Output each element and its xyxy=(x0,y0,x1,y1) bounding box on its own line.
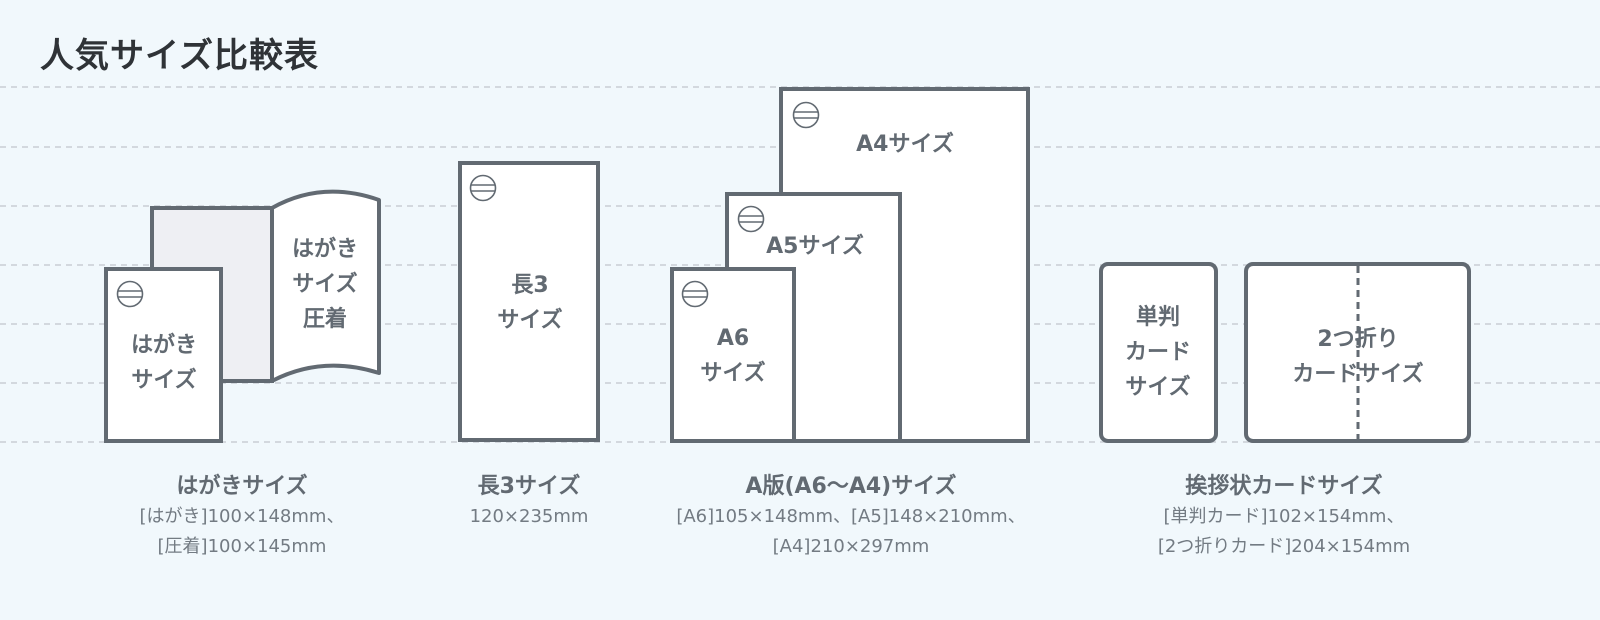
pressure-seal-label: はがき サイズ 圧着 xyxy=(292,232,358,337)
a-series-caption: A版(A6〜A4)サイズ [A6]105×148mm、[A5]148×210mm… xyxy=(676,472,1025,562)
greeting-card-caption: 挨拶状カードサイズ [単判カード]102×154mm、 [2つ折りカード]204… xyxy=(1158,472,1410,562)
label-line: 単判 xyxy=(1135,305,1181,330)
naga3-caption: 長3サイズ 120×235mm xyxy=(470,472,589,532)
label-line: 2つ折り xyxy=(1317,327,1399,352)
hagaki-caption: はがきサイズ [はがき]100×148mm、 [圧着]100×145mm xyxy=(140,472,345,562)
hagaki-group xyxy=(104,189,381,443)
hagaki-card-label: はがき サイズ xyxy=(131,328,197,398)
label-line: サイズ xyxy=(497,308,563,333)
naga3-envelope-shape xyxy=(458,161,600,442)
naga3-label: 長3 サイズ xyxy=(497,268,562,338)
paper-mark-icon xyxy=(469,174,497,202)
label-line: サイズ xyxy=(1125,375,1191,400)
single-card-label: 単判 カード サイズ xyxy=(1125,300,1191,405)
label-line: はがき xyxy=(130,333,198,358)
caption-title: 挨拶状カードサイズ xyxy=(1185,474,1383,499)
caption-title: はがきサイズ xyxy=(176,474,308,499)
caption-dimensions: [圧着]100×145mm xyxy=(157,536,327,557)
label-line: サイズ xyxy=(292,272,358,297)
pressure-seal-folded-page xyxy=(270,189,381,383)
label-line: サイズ xyxy=(131,368,197,393)
caption-dimensions: [2つ折りカード]204×154mm xyxy=(1157,536,1411,557)
label-line: サイズ xyxy=(700,361,766,386)
caption-dimensions: [はがき]100×148mm、 xyxy=(139,506,345,527)
a5-label: A5サイズ xyxy=(766,229,864,264)
greeting-card-group xyxy=(1099,262,1471,443)
paper-mark-icon xyxy=(737,205,765,233)
label-line: 圧着 xyxy=(302,307,348,332)
paper-mark-icon xyxy=(681,280,709,308)
single-card-shape xyxy=(1099,262,1218,443)
caption-dimensions: [A6]105×148mm、[A5]148×210mm、 xyxy=(676,506,1026,527)
label-line: 長3 xyxy=(511,273,549,298)
caption-dimensions: [A4]210×297mm xyxy=(772,536,930,557)
a6-label: A6 サイズ xyxy=(700,321,765,391)
a-series-group xyxy=(670,87,1030,443)
caption-dimensions: [単判カード]102×154mm、 xyxy=(1163,506,1405,527)
label-line: カードサイズ xyxy=(1292,362,1424,387)
paper-mark-icon xyxy=(116,280,144,308)
caption-title: A版(A6〜A4)サイズ xyxy=(745,474,957,499)
caption-dimensions: 120×235mm xyxy=(469,506,589,527)
label-line: A5サイズ xyxy=(766,234,864,259)
label-line: はがき xyxy=(291,237,359,262)
a4-label: A4サイズ xyxy=(856,127,954,162)
naga3-group xyxy=(458,161,600,442)
paper-mark-icon xyxy=(792,101,820,129)
label-line: A6 xyxy=(716,326,750,351)
caption-title: 長3サイズ xyxy=(477,474,581,499)
folded-card-label: 2つ折り カードサイズ xyxy=(1292,322,1423,392)
label-line: カード xyxy=(1124,340,1192,365)
page-title: 人気サイズ比較表 xyxy=(40,36,319,76)
label-line: A4サイズ xyxy=(856,132,954,157)
